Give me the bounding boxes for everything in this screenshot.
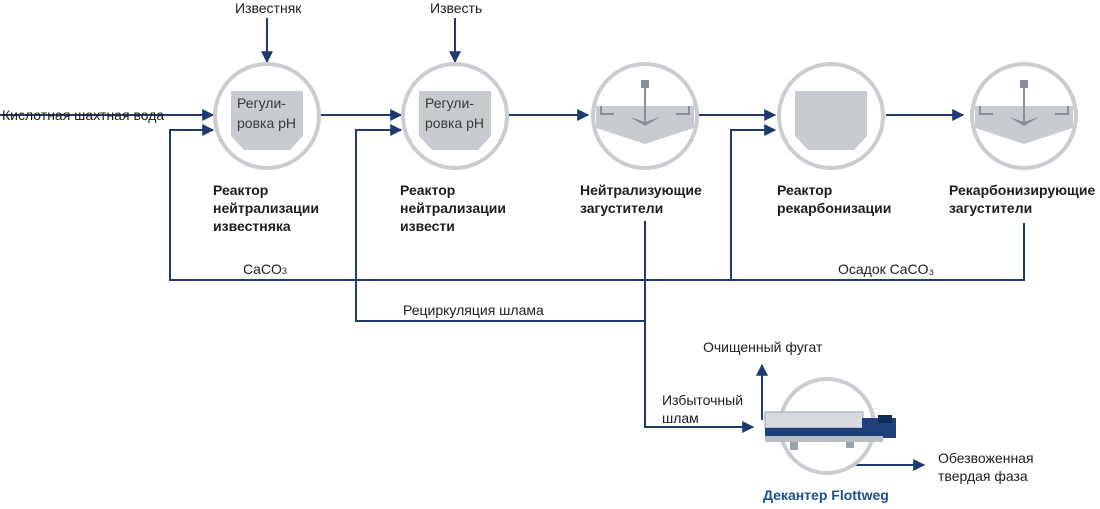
caco3-return-line [169,124,1025,281]
lime-reactor: Регули- ровка pH [401,62,509,170]
limestone-reactor: Регули- ровка pH [213,62,321,170]
excess-sludge-line [644,321,755,433]
dewatered-solids-label: Обезвоженная [938,450,1034,466]
reactor-vessel [231,91,303,150]
excess-sludge-label: шлам [662,410,699,426]
thickener-weir [600,106,690,115]
unit-title: известняка [213,218,291,234]
reactor-vessel [419,91,491,150]
decanter-unit [764,377,896,475]
reactor-vessel [795,91,867,150]
decanter-icon [764,411,896,450]
recarbonating-thickener [970,62,1078,170]
unit-title: Реактор [213,182,268,198]
limestone-label: Известняк [235,0,302,16]
reactor-inner-label: Регули- [425,95,474,111]
neutralising-thickener [591,62,699,170]
reactor-inner-label: Регули- [237,95,286,111]
sludge-recycle-label: Рециркуляция шлама [403,302,544,318]
unit-title: Реактор [400,182,455,198]
feed-label: Кислотная шахтная вода [2,107,164,123]
sludge-recycle-line [355,124,646,322]
caco3-sludge-label: Осадок CaCO₃ [838,261,934,277]
purified-centrate-label: Очищенный фугат [703,339,823,355]
dewatered-solids-label: твердая фаза [938,468,1028,484]
unit-title: Рекарбонизирующие [949,182,1095,198]
caco3-label: CaCO3 [243,261,287,277]
reactor-inner-label: ровка pH [237,115,296,131]
lime-label: Известь [430,0,482,16]
decanter-title: Декантер Flottweg [763,487,889,503]
caco3-to-recarb-line [730,124,777,280]
reactor-inner-label: ровка pH [425,115,484,131]
excess-sludge-label: Избыточный [662,392,743,408]
caco3-label-subscript: 3 [282,266,287,276]
unit-title: нейтрализации [213,200,319,216]
unit-title: загустители [949,200,1032,216]
unit-title: Реактор [777,182,832,198]
recarbonation-reactor [777,62,885,170]
thickener-weir [979,106,1069,115]
unit-title: извести [400,218,455,234]
caco3-label-base: CaCO [243,261,282,277]
unit-title: загустители [580,200,663,216]
agitator-icon [1009,80,1039,126]
unit-title: рекарбонизации [777,200,891,216]
unit-title: нейтрализации [400,200,506,216]
agitator-icon [630,80,660,126]
unit-title: Нейтрализующие [580,182,702,198]
